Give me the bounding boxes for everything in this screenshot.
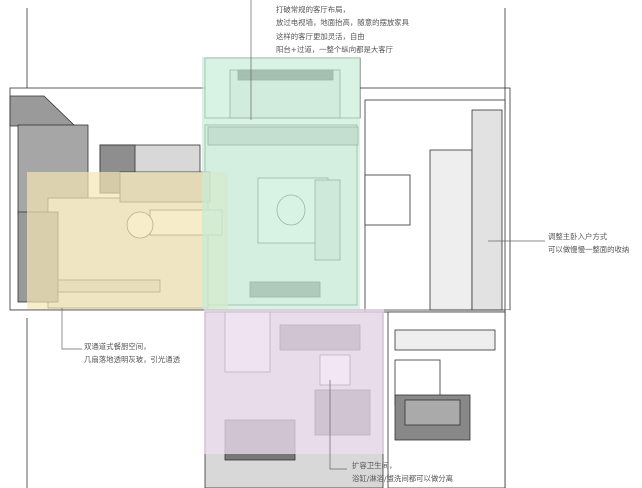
annotation-line: 放过电视墙，地面抬高，随意的摆放家具 xyxy=(276,18,410,28)
annotation-master-bedroom: 调整主卧入户方式 可以做慢慢一整面的收纳 xyxy=(548,230,629,257)
annotation-line: 阳台+过道，一整个纵向都是大客厅 xyxy=(276,45,394,55)
leader-line-dining xyxy=(61,308,82,350)
zone-living-room xyxy=(202,57,360,309)
zone-dining-kitchen xyxy=(27,172,228,309)
annotation-line: 可以做慢慢一整面的收纳 xyxy=(548,245,630,255)
annotation-bathroom: 扩容卫生间， 浴缸/淋浴/盥洗间都可以做分离 xyxy=(352,459,453,486)
zone-bathroom xyxy=(204,309,384,454)
annotation-line: 浴缸/淋浴/盥洗间都可以做分离 xyxy=(352,474,454,484)
annotation-line: 扩容卫生间， xyxy=(352,461,397,470)
annotation-line: 这样的客厅更加灵活，自由 xyxy=(276,31,365,41)
wardrobe xyxy=(429,149,473,311)
annotation-line: 打破常规的客厅布局， xyxy=(276,5,350,14)
annotation-living-room: 打破常规的客厅布局， 放过电视墙，地面抬高，随意的摆放家具 这样的客厅更加灵活，… xyxy=(276,3,409,57)
annotation-line: 几扇落地透明灰玻，引光通透 xyxy=(84,355,181,365)
annotation-line: 调整主卧入户方式 xyxy=(548,232,608,241)
annotation-dining-kitchen: 双通道式餐厨空间， 几扇落地透明灰玻，引光通透 xyxy=(84,340,180,367)
leader-line-bathroom xyxy=(329,380,347,470)
curtain xyxy=(364,174,411,226)
annotation-line: 双通道式餐厨空间， xyxy=(84,342,151,351)
